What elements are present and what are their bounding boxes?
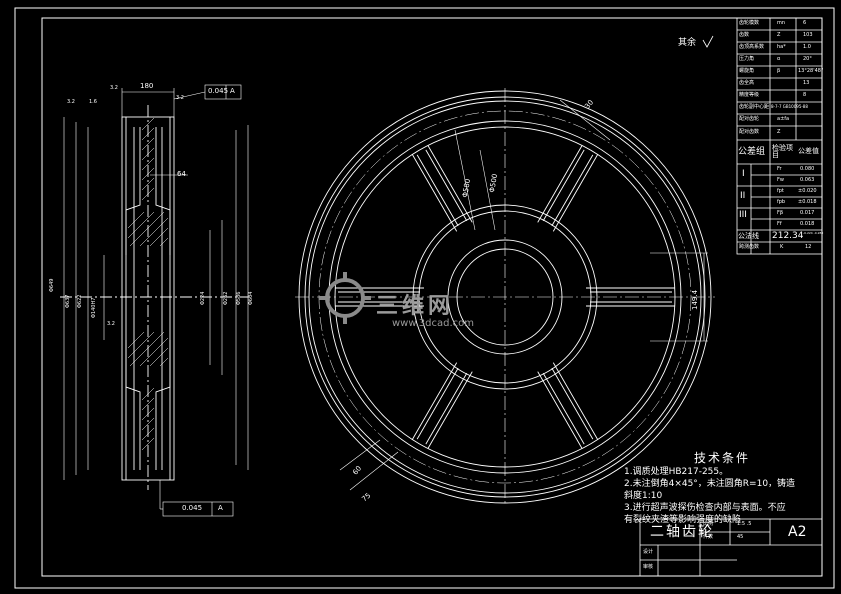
dia-right-2: Φ586 — [236, 291, 242, 305]
tol-header-value: 公差值 — [798, 147, 819, 155]
tol-group-1: I — [742, 169, 745, 179]
dim-width-180: 180 — [140, 82, 154, 90]
dia-right-3: Φ604 — [248, 291, 254, 305]
span-label: 跨测齿数 — [739, 244, 760, 250]
tech-line-4: 3.进行超声波探伤检查内部与表面。不应 — [624, 503, 786, 513]
title-block-grid — [639, 518, 823, 577]
tol-row-5-sym: Ff — [777, 221, 782, 227]
side-view-dimension-lines — [63, 84, 249, 517]
roughness-3: 3.2 — [110, 85, 118, 91]
tolerance-top-value: 0.045 — [208, 87, 229, 95]
param-row-5-name: 齿全高 — [739, 80, 755, 86]
param-row-2-name: 齿顶高系数 — [739, 44, 765, 50]
param-row-3-value: 20° — [803, 56, 812, 62]
roughness-symbol — [702, 35, 714, 48]
roughness-2: 1.6 — [89, 99, 97, 105]
param-row-0-value: 6 — [803, 20, 807, 26]
span-value: 12 — [805, 244, 812, 250]
tol-row-2-sym: fpt — [777, 188, 784, 194]
dia-left-1: Φ637 — [65, 294, 71, 308]
param-row-6-name: 精度等级 — [739, 92, 760, 98]
dia-left-0: Φ649 — [49, 278, 55, 292]
side-view-hatching — [127, 117, 169, 451]
ratio-value: 1:5 .5 — [737, 521, 752, 527]
tol-row-5-val: 0.018 — [800, 221, 815, 227]
param-row-3-symbol: α — [777, 56, 781, 62]
front-view-wheel — [295, 88, 715, 506]
tol-row-2-val: ±0.020 — [798, 188, 817, 194]
tol-row-4-val: 0.017 — [800, 210, 815, 216]
qty-label: 件数 — [703, 534, 714, 540]
param-row-8-value: a±fa — [777, 116, 790, 122]
parameter-table-grid — [736, 17, 823, 255]
dia-left-2: Φ622 — [77, 294, 83, 308]
tech-line-5: 有裂纹夹渣等影响强度的缺陷 — [624, 515, 742, 525]
param-row-9-name: 配对齿数 — [739, 129, 760, 135]
tol-row-1-sym: Fw — [777, 177, 784, 183]
param-row-7-name: 齿轮副中心距 — [739, 104, 770, 110]
span-symbol: K — [780, 244, 784, 250]
tol-row-0-sym: Fr — [777, 166, 782, 172]
sheet-size: A2 — [788, 524, 807, 540]
front-view-spokes — [335, 145, 675, 449]
dia-right-1: Φ262 — [223, 291, 229, 305]
tech-line-2: 2.未注倒角4×45°，未注圆角R=10，铸造 — [624, 479, 796, 489]
material-value: 45 — [737, 534, 744, 540]
param-row-0-symbol: mn — [777, 20, 786, 26]
side-view-section — [60, 105, 250, 490]
front-view-dimension-lines — [339, 99, 708, 491]
param-row-0-name: 齿轮模数 — [739, 20, 760, 26]
param-row-6-value: 8 — [803, 92, 807, 98]
checker-label: 审核 — [643, 564, 654, 570]
param-row-1-name: 齿数 — [739, 32, 750, 38]
dia-right-0: Φ224 — [200, 291, 206, 305]
tol-header-item: 检验项目 — [772, 144, 793, 159]
tol-row-4-sym: Fβ — [777, 210, 784, 216]
ratio-label: 比例 — [703, 521, 714, 527]
tech-line-1: 1.调质处理HB217-255。 — [624, 467, 729, 477]
watermark-brand: 三维网 — [376, 294, 455, 319]
tolerance-bottom-value: 0.045 — [182, 504, 203, 512]
tol-header-group: 公差组 — [738, 147, 766, 157]
param-row-3-name: 压力角 — [739, 56, 755, 62]
tolerance-top-datum: A — [230, 87, 235, 95]
param-row-4-symbol: β — [777, 68, 781, 74]
wall-value: 212.34 — [772, 231, 804, 241]
watermark-url: www.3dcad.com — [392, 318, 475, 329]
wall-tolerance: -0.224 -0.280 — [803, 231, 824, 235]
tol-group-2: II — [740, 191, 746, 201]
tech-heading: 技术条件 — [694, 451, 751, 465]
dia-bore: Φ140H7 — [91, 297, 97, 318]
roughness-4: 3.2 — [176, 95, 184, 101]
tol-row-1-val: 0.063 — [800, 177, 815, 183]
tech-requirements: 技术条件 1.调质处理HB217-255。 2.未注倒角4×45°，未注圆角R=… — [624, 452, 824, 526]
sheet-border — [14, 7, 835, 589]
tolerance-bottom-datum: A — [218, 504, 223, 512]
wall-label: 公法线 — [738, 232, 759, 240]
tech-line-3: 斜度1:10 — [624, 491, 663, 501]
tol-row-3-sym: fpb — [777, 199, 786, 205]
param-row-8-name: 配对齿轮 — [739, 116, 760, 122]
tol-row-3-val: ±0.018 — [798, 199, 817, 205]
param-row-2-symbol: ha* — [777, 44, 786, 50]
roughness-note: 其余 — [678, 38, 697, 48]
watermark-gear-logo — [319, 272, 371, 324]
param-row-1-symbol: Z — [777, 32, 781, 38]
roughness-5: 3.2 — [107, 321, 115, 327]
part-name: 二轴齿轮 — [650, 524, 714, 540]
designer-label: 设计 — [643, 549, 654, 555]
tol-group-3: III — [739, 210, 747, 220]
roughness-1: 3.2 — [67, 99, 75, 105]
param-row-4-name: 螺旋角 — [739, 68, 755, 74]
param-row-2-value: 1.0 — [803, 44, 811, 50]
param-row-9-symbol: Z — [777, 129, 781, 135]
dim-hub-64: 64 — [177, 170, 186, 178]
tol-row-0-val: 0.080 — [800, 166, 815, 172]
param-row-5-value: 13 — [803, 80, 810, 86]
param-row-4-value: 13°28'48" — [798, 68, 824, 74]
dim-key-149: 149.4 — [691, 289, 699, 310]
param-row-7-value: 8-7-7 GB10095-88 — [771, 104, 808, 109]
param-row-1-value: 103 — [803, 32, 813, 38]
